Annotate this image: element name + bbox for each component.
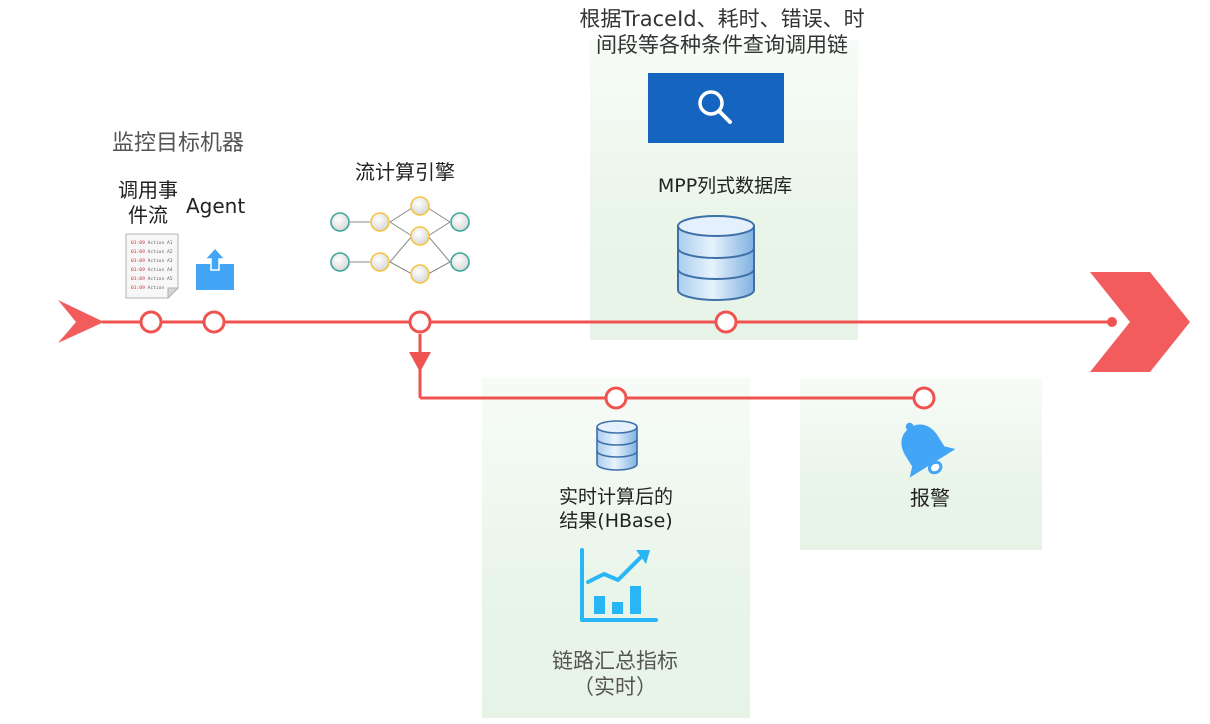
stream-engine-label: 流计算引擎 <box>355 160 455 184</box>
event-stream-label-line1: 调用事 <box>118 178 178 202</box>
chart-icon <box>580 548 658 622</box>
timeline-end-dot <box>1107 317 1117 327</box>
metrics-label-line1: 链路汇总指标 <box>552 649 678 673</box>
monitor-target-label: 监控目标机器 <box>112 131 245 156</box>
log-document-icon: 01:09 Action A1 01:09 Action A2 01:09 Acti… <box>125 233 180 300</box>
log-line: 01:09 Action A5 <box>131 276 173 282</box>
node-alarm <box>912 386 936 410</box>
query-description-label: 根据TraceId、耗时、错误、时 间段等各种条件查询调用链 <box>522 6 922 59</box>
hbase-database-icon <box>596 420 638 471</box>
node-hbase <box>604 386 628 410</box>
branch-arrow <box>409 352 431 372</box>
alarm-label: 报警 <box>910 486 950 510</box>
agent-label: Agent <box>186 194 246 218</box>
query-description-line2: 间段等各种条件查询调用链 <box>596 33 848 58</box>
end-chevron <box>1090 272 1190 372</box>
hbase-label-line1: 实时计算后的 <box>558 486 673 508</box>
node-stream-engine <box>408 310 432 334</box>
event-stream-label: 调用事 件流 <box>108 178 188 228</box>
metrics-label: 链路汇总指标 （实时） <box>520 648 710 701</box>
search-button[interactable] <box>648 73 784 143</box>
log-line: 01:09 Action A3 <box>131 258 173 264</box>
event-stream-label-line2: 件流 <box>128 203 168 227</box>
query-description-line1: 根据TraceId、耗时、错误、时 <box>579 7 865 31</box>
stream-graph-icon <box>330 196 470 284</box>
hbase-label-line2: 结果(HBase) <box>559 509 673 532</box>
bell-icon <box>901 422 956 478</box>
node-agent <box>202 310 226 334</box>
log-line: 01:09 Action <box>131 285 164 291</box>
log-line: 01:09 Action A4 <box>131 267 173 273</box>
hbase-label: 实时计算后的 结果(HBase) <box>526 486 706 534</box>
node-mpp-db <box>714 310 738 334</box>
log-line: 01:09 Action A1 <box>131 240 173 246</box>
search-icon <box>698 90 732 124</box>
upload-icon <box>196 246 234 290</box>
database-icon <box>677 215 755 301</box>
mpp-db-label: MPP列式数据库 <box>657 175 793 197</box>
log-line: 01:09 Action A2 <box>131 249 173 255</box>
metrics-label-line2: （实时） <box>573 675 657 700</box>
node-event-stream <box>139 310 163 334</box>
start-chevron <box>58 300 104 343</box>
